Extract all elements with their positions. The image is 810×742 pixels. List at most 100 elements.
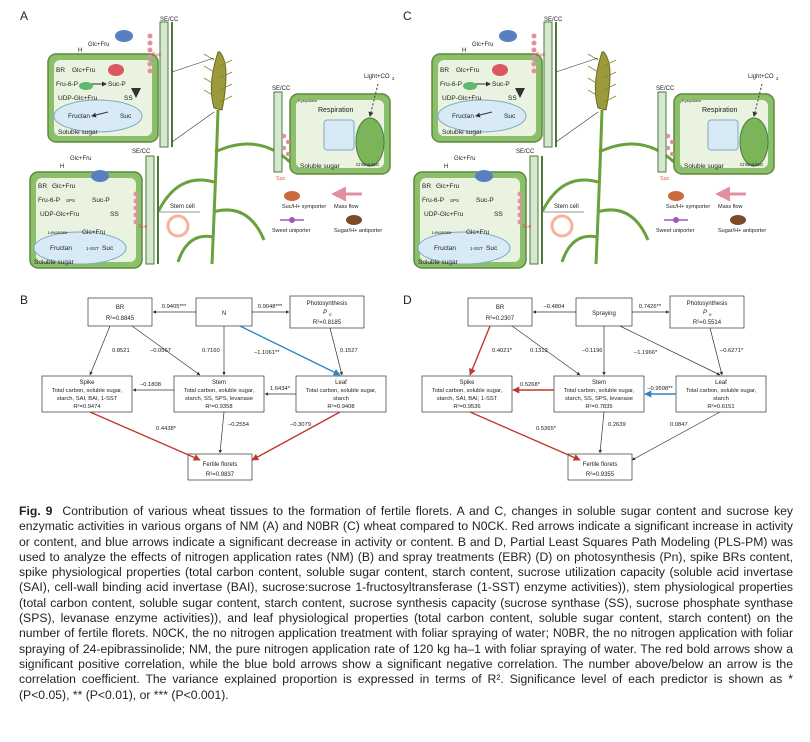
node-ps-r2: R²=0.5514: [693, 320, 722, 326]
stem-suc-dot: [517, 212, 523, 218]
stem-suc-dot: [517, 219, 523, 225]
coef-spike-ff: 0.4438*: [156, 426, 177, 432]
wheat-stem: [210, 109, 220, 265]
stem-br-label: BR: [422, 183, 431, 190]
node-br-r2: R²=0.2307: [486, 316, 515, 322]
wheat-stem: [594, 109, 604, 265]
awn: [203, 65, 215, 73]
wheat-leaf-3: [212, 208, 266, 241]
awn: [219, 71, 233, 79]
stem-levanase-label: Levanase: [432, 230, 452, 235]
node-spike-title: Spike: [79, 380, 95, 386]
se-cc-leaf-label: SE/CC: [656, 86, 675, 92]
se-cc-stem-label: SE/CC: [132, 149, 151, 155]
spike-br-label: BR: [440, 67, 449, 74]
spike-transporter-icon: [115, 30, 133, 42]
awn: [219, 59, 233, 67]
stem-h-label: H: [444, 164, 448, 170]
light-arrow: [752, 83, 763, 117]
se-cc-stem: [529, 155, 539, 265]
light-arrow: [368, 83, 379, 117]
stem-glc-fru-label: Glc+Fru: [454, 156, 476, 162]
panel-label-b: B: [20, 293, 29, 307]
stem-suc-dot: [517, 191, 523, 197]
stem-sucp-label: Suc-P: [92, 197, 110, 204]
suc-dot: [147, 61, 153, 67]
spike-fru6p-label: Fru-6-P: [440, 81, 462, 88]
spike-br-label: BR: [56, 67, 65, 74]
stem-cyt-glc-fru-label: Glc+Fru: [52, 183, 76, 190]
stem-sst-label: 1-SST: [86, 246, 99, 251]
node-spike-line2: Total carbon, soluble sugar,: [432, 388, 503, 394]
stem-fructan-label: Fructan: [434, 245, 456, 252]
awn: [587, 77, 599, 85]
caption-text: Contribution of various wheat tissues to…: [19, 504, 793, 702]
wheat-leaf-4: [560, 234, 598, 263]
se-cc-leaf: [273, 91, 283, 173]
node-spike-title: Spike: [459, 380, 475, 386]
zoom-line-2: [555, 111, 599, 143]
spike-soluble-sugar-label: Soluble sugar: [58, 129, 99, 136]
stem-vacuole: [417, 231, 511, 265]
node-spike-line2: Total carbon, soluble sugar,: [52, 388, 123, 394]
coef-br-spike: 0.4021*: [492, 348, 513, 354]
caption-fig-label: Fig. 9: [19, 504, 53, 518]
coef-n-leaf: –1.1061**: [254, 350, 280, 356]
se-cc-top: [543, 21, 553, 148]
spike-vacuole: [437, 99, 527, 133]
leaf-chloroplast: [739, 117, 769, 167]
symporter-icon: [284, 191, 300, 201]
spike-fru6p-label: Fru-6-P: [56, 81, 78, 88]
spike-sps-icon: [79, 82, 93, 90]
symporter-icon: [668, 191, 684, 201]
spike-suc-label: Suc: [120, 113, 132, 120]
node-leaf-title: Leaf: [335, 380, 347, 386]
spike-glc-fru-label: Glc+Fru: [88, 42, 110, 48]
wheat-leaf-3: [596, 208, 650, 241]
se-cc-stem: [145, 155, 155, 265]
awn: [219, 95, 233, 103]
leaf-suc-dot: [669, 139, 675, 145]
spike-h-label: H: [462, 48, 466, 54]
stem-levanase-label: Levanase: [48, 230, 68, 235]
coef-n-br: –0.4804: [544, 304, 566, 310]
stem-suc-dot: [517, 205, 523, 211]
light-co2-label: Light+CO: [748, 74, 774, 80]
light-co2-sub-label: 2: [776, 76, 779, 81]
node-stem-title: Stem: [212, 380, 226, 386]
coef-n-leaf: –1.1966*: [634, 350, 658, 356]
leaf-suc-dot: [281, 133, 287, 139]
coef-br-stem: 0.1312: [530, 348, 548, 354]
legend-antiporter-label: Sugar/H+ antiporter: [718, 228, 766, 234]
awn: [587, 53, 599, 61]
coef-br-stem: –0.0567: [150, 348, 171, 354]
node-br: [87, 297, 153, 327]
stem-soluble-sugar-label: Soluble sugar: [418, 259, 459, 266]
wheat-leaf-1: [214, 142, 292, 164]
light-co2-sub-label: 2: [392, 76, 395, 81]
stem-vac-glc-fru-label: Glc+Fru: [466, 229, 490, 236]
stem-suc-dot: [133, 205, 139, 211]
node-leaf-r2: R²=0.6151: [707, 404, 734, 410]
leaf-cytoplasm-label: Cytoplasm: [682, 98, 702, 103]
spike-cyt-glc-fru-label: Glc+Fru: [456, 67, 480, 74]
legend-antiporter-label: Sugar/H+ antiporter: [334, 228, 382, 234]
spike-fructan-label: Fructan: [452, 113, 474, 120]
spike-sai-icon: [108, 64, 124, 76]
uniporter-icon: [673, 217, 679, 223]
stem-udp-label: UDP-Glc+Fru: [424, 211, 464, 218]
leaf-suc-dot: [281, 145, 287, 151]
antiporter-icon: [346, 215, 362, 225]
spike-suc-out-label: Suc: [536, 52, 546, 58]
awn: [203, 89, 215, 97]
coef-spike-ff: 0.5365*: [536, 426, 557, 432]
node-br-r2: R²=0.8845: [106, 316, 135, 322]
awn: [219, 83, 233, 91]
spike-ss-label: SS: [124, 95, 133, 102]
suc-dot: [531, 68, 537, 74]
awn: [603, 59, 617, 67]
node-stem-line2: Total carbon, soluble sugar,: [184, 388, 255, 394]
legend-uniporter-label: Sweet uniporter: [656, 228, 695, 234]
legend-mass-flow-label: Mass flow: [334, 204, 358, 210]
